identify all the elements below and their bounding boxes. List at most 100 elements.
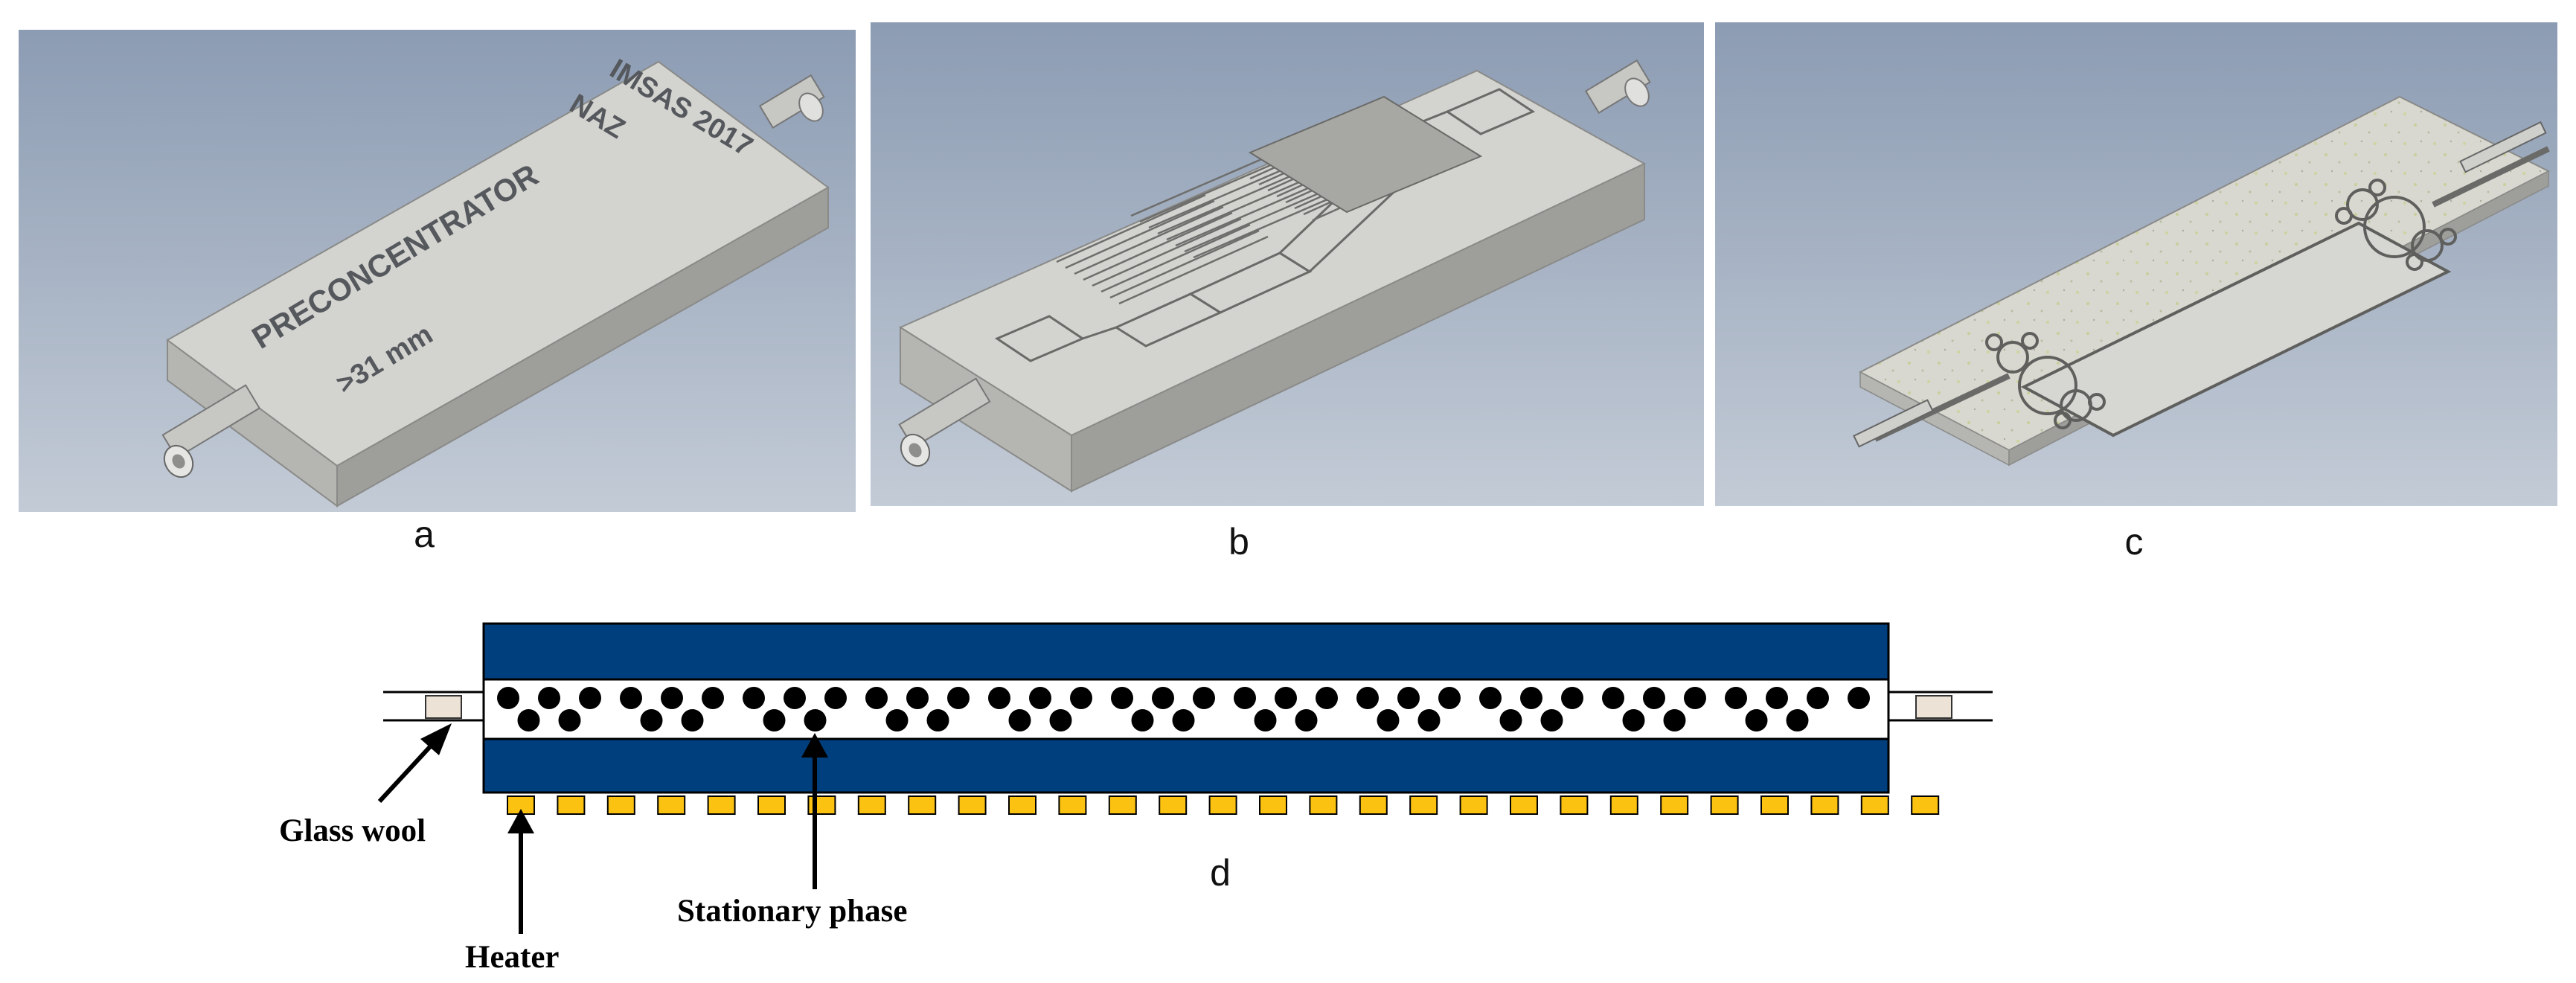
stationary-phase-particle <box>1234 687 1256 709</box>
microchannel-chip-c <box>1853 95 2551 467</box>
stationary-phase-particle <box>1786 709 1809 731</box>
stationary-phase-particle <box>1111 687 1133 709</box>
stationary-phase-particle <box>885 709 909 731</box>
stationary-phase-particle <box>1499 709 1522 731</box>
panel-a: PRECONCENTRATOR >31 mm IMSAS 2017 NAZ a <box>19 30 856 555</box>
stationary-phase-particle <box>1193 687 1215 709</box>
heater-pad <box>1208 795 1237 815</box>
stationary-phase-particle <box>1254 709 1277 731</box>
stationary-phase-particle <box>681 709 704 731</box>
heater-pad <box>1860 795 1889 815</box>
label-heater: Heater <box>465 940 560 975</box>
heater-pad <box>857 795 886 815</box>
outlet-tube-end-a <box>798 92 824 122</box>
heater-pad <box>807 795 836 815</box>
stationary-phase-particle <box>1172 709 1195 731</box>
callout-arrows <box>377 723 828 934</box>
label-glass-wool: Glass wool <box>279 813 426 848</box>
heater-pad <box>757 795 786 815</box>
heater-pad <box>1058 795 1087 815</box>
stationary-phase-particle <box>538 687 560 709</box>
stationary-phase-particle <box>1520 687 1542 709</box>
glass-wool-plug-left <box>425 695 462 719</box>
stationary-phase-particle <box>1417 709 1441 731</box>
inlet-tube-bore-b <box>909 443 922 458</box>
heater-pad <box>1560 795 1589 815</box>
preconcentrator-block-b <box>898 59 1651 493</box>
stationary-phase-particle <box>1540 709 1563 731</box>
heater-pad <box>1359 795 1388 815</box>
panel-label-d: d <box>1210 852 1231 894</box>
heater-pad <box>1409 795 1438 815</box>
arrow-glass-wool <box>377 740 436 804</box>
outlet-channel-c <box>2432 146 2550 208</box>
heater-pad <box>1159 795 1188 815</box>
panel-label-b: b <box>1228 521 1249 563</box>
stationary-phase-particle <box>620 687 642 709</box>
panel-label-c: c <box>2125 521 2144 563</box>
stationary-phase-particle <box>1070 687 1092 709</box>
tube-wall-bottom <box>482 737 1890 794</box>
stationary-phase-particle <box>702 687 724 709</box>
stationary-phase-particle <box>1316 687 1338 709</box>
stationary-phase-particle <box>1561 687 1583 709</box>
inlet-tube-bore-a <box>172 454 185 469</box>
stationary-phase-particle <box>1356 687 1379 709</box>
outlet-tube-end-b <box>1624 77 1650 107</box>
stationary-phase-particle <box>988 687 1010 709</box>
flow-distributor-right-c <box>2335 179 2457 271</box>
heater-pads <box>507 795 1940 815</box>
arrowhead-heater <box>507 809 534 833</box>
heater-pad <box>557 795 586 815</box>
stationary-phase-particle <box>1377 709 1400 731</box>
glass-wool-plug-right <box>1915 695 1952 719</box>
side-capillaries <box>383 691 1993 722</box>
outlet-pad-b <box>1444 88 1536 135</box>
outlet-tube-b <box>1584 59 1651 114</box>
stationary-phase-particle <box>1438 687 1461 709</box>
heater-pad <box>1760 795 1789 815</box>
stationary-phase-particle <box>906 687 929 709</box>
stationary-phase-particle <box>558 709 581 731</box>
inlet-tube-a <box>161 384 261 459</box>
block-right-face-b <box>1071 162 1645 493</box>
stationary-phase-particle <box>1295 709 1318 731</box>
stationary-phase-particle <box>1397 687 1420 709</box>
stationary-phase-particle <box>1622 709 1645 731</box>
panel-b: b <box>871 22 1704 563</box>
stationary-phase-particle <box>579 687 601 709</box>
stationary-phase-particle <box>497 687 519 709</box>
stationary-phase-particle <box>1663 709 1686 731</box>
stationary-phase-particle <box>824 687 847 709</box>
heater-pad <box>1810 795 1839 815</box>
stationary-phase-particle <box>947 687 970 709</box>
stationary-phase-particle <box>1602 687 1624 709</box>
heater-pad <box>1609 795 1638 815</box>
stationary-phase-particle <box>1766 687 1788 709</box>
heater-pad <box>1309 795 1338 815</box>
stationary-phase-particle <box>865 687 888 709</box>
heater-pad <box>1710 795 1739 815</box>
stationary-phase-particle <box>640 709 663 731</box>
tube-wall-top <box>482 622 1890 681</box>
stationary-phase-particle <box>1684 687 1706 709</box>
stationary-phase-particle <box>1848 687 1870 709</box>
stationary-phase-particle <box>1008 709 1031 731</box>
heater-pad <box>958 795 987 815</box>
panel-label-a: a <box>414 513 435 555</box>
arrowhead-glass-wool <box>420 723 452 755</box>
heater-pad <box>1259 795 1287 815</box>
outlet-tube-a <box>758 74 825 129</box>
stationary-phase-particle <box>1029 687 1051 709</box>
stationary-phase-particle <box>784 687 806 709</box>
stationary-phase-particle <box>1807 687 1829 709</box>
stationary-phase-particle <box>517 709 540 731</box>
heater-pad <box>1660 795 1689 815</box>
stationary-phase-particles <box>497 687 1870 731</box>
panel-d: Glass wool Stationary phase Heater d <box>279 622 1993 975</box>
stationary-phase-particle <box>1745 709 1768 731</box>
heater-pad <box>1510 795 1538 815</box>
stationary-phase-particle <box>1131 709 1154 731</box>
stationary-phase-particle <box>804 709 827 731</box>
stationary-phase-particle <box>763 709 786 731</box>
